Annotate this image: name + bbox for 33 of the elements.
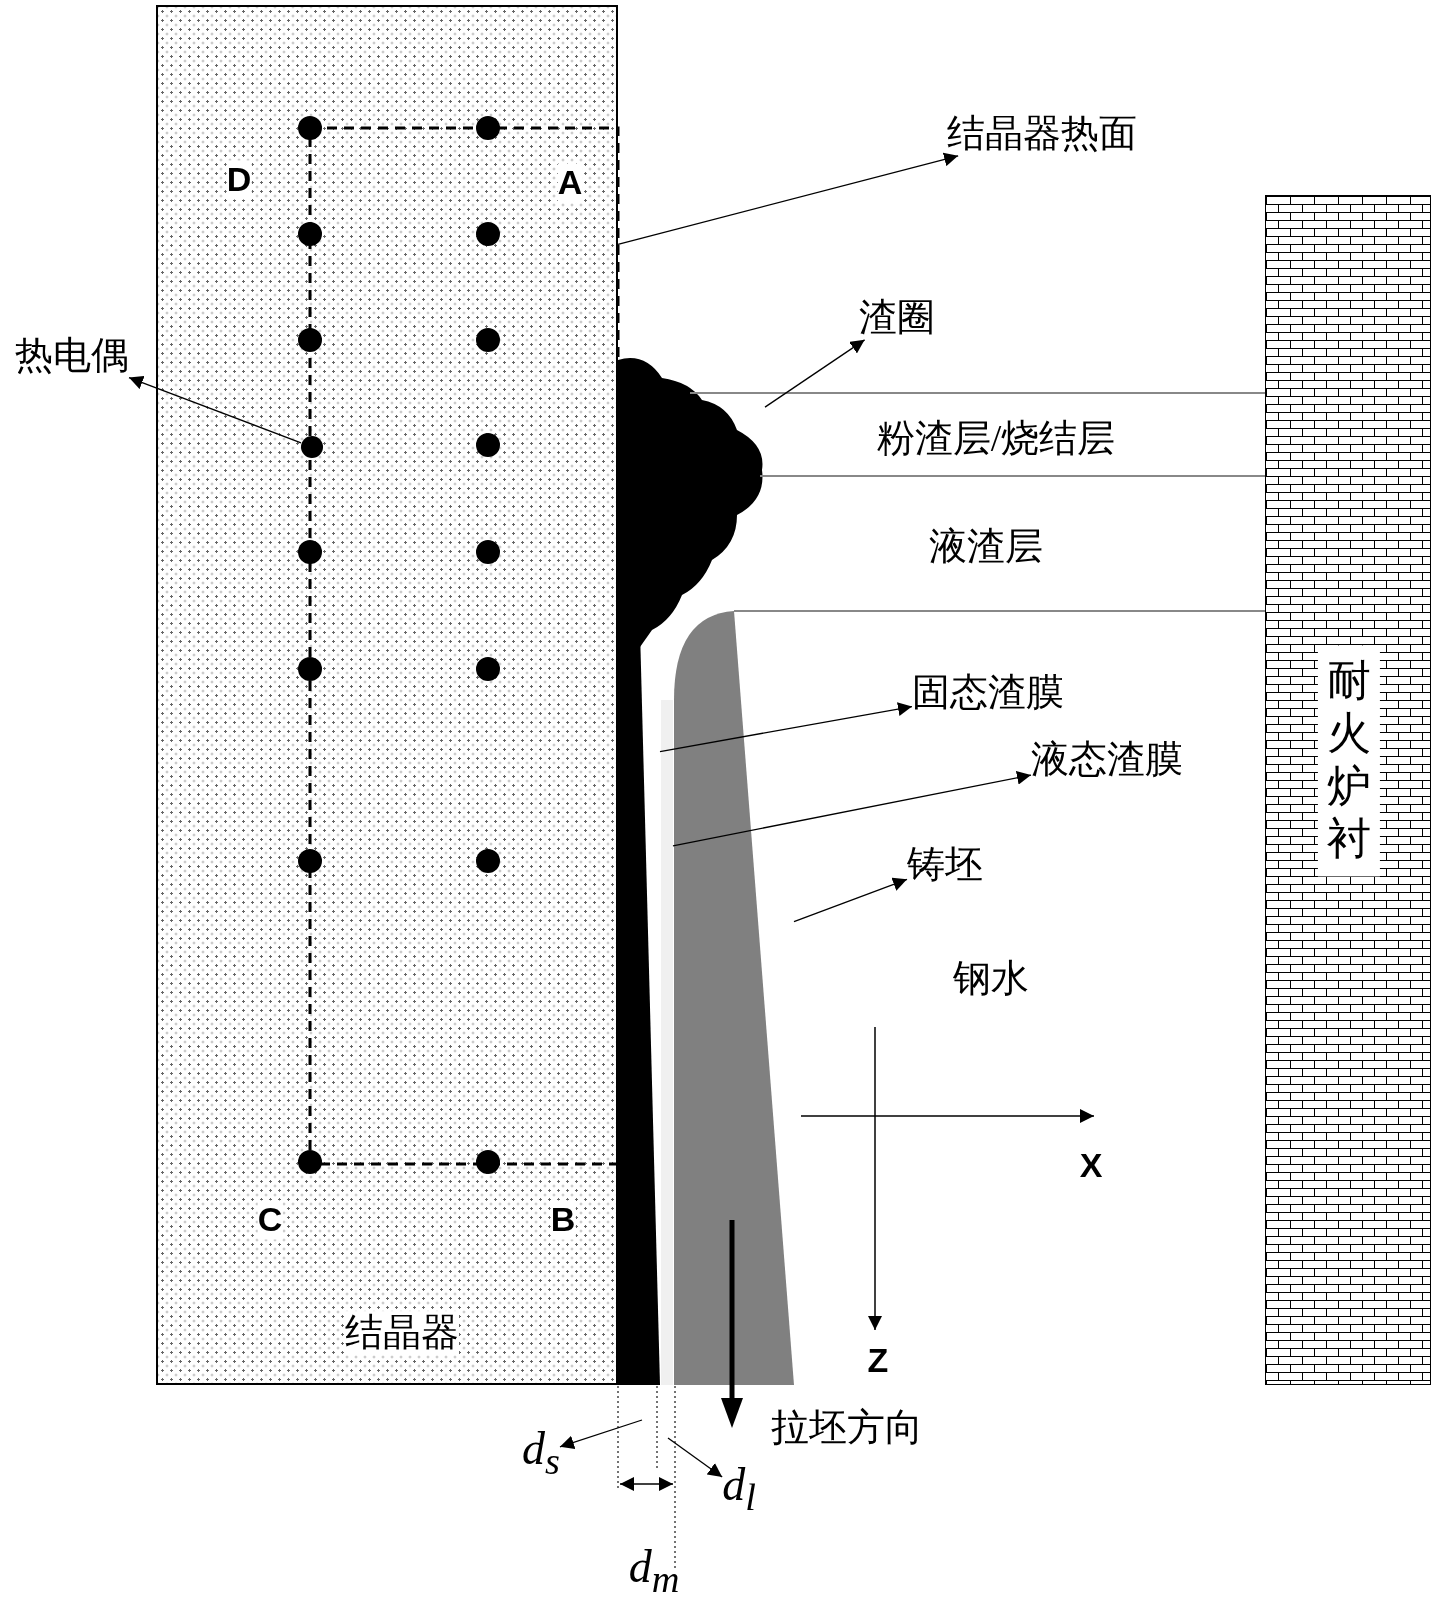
leader-line bbox=[617, 152, 959, 246]
mold-block bbox=[156, 5, 618, 1385]
slag-rim-shape bbox=[618, 355, 765, 647]
thermocouple-dot bbox=[301, 436, 323, 458]
leader-line bbox=[764, 339, 866, 408]
liquid-film-strip bbox=[661, 700, 673, 1385]
dimension-symbol: d$_{l}$ bbox=[722, 1458, 756, 1520]
callout-label: 铸坯 bbox=[907, 843, 983, 887]
refractory-wall bbox=[1265, 195, 1431, 1385]
shell-shape bbox=[674, 611, 794, 1385]
callout-label: 结晶器热面 bbox=[947, 112, 1137, 156]
callout-label: 热电偶 bbox=[15, 334, 129, 378]
corner-letter: A bbox=[557, 163, 583, 203]
leader-line bbox=[793, 877, 908, 923]
region-label: 钢水 bbox=[953, 957, 1029, 1001]
axis-label: Z bbox=[867, 1341, 889, 1381]
corner-letter: C bbox=[257, 1200, 283, 1240]
dimension-symbol: d$_{s}$ bbox=[522, 1422, 560, 1484]
corner-letter: D bbox=[226, 160, 252, 200]
part-label: 结晶器 bbox=[345, 1311, 459, 1355]
direction-label: 拉坯方向 bbox=[771, 1406, 923, 1450]
callout-label: 渣圈 bbox=[859, 296, 935, 340]
leader-line bbox=[559, 1419, 643, 1450]
dimension-symbol: d$_{m}$ bbox=[628, 1540, 680, 1602]
layer-label: 液渣层 bbox=[929, 525, 1043, 569]
axis-label: X bbox=[1079, 1146, 1103, 1186]
callout-label: 液态渣膜 bbox=[1031, 738, 1183, 782]
layer-label: 粉渣层/烧结层 bbox=[876, 417, 1116, 461]
wall-label: 耐火炉衬 bbox=[1317, 645, 1381, 877]
leader-line bbox=[672, 770, 1032, 847]
corner-letter: B bbox=[550, 1200, 576, 1240]
callout-label: 固态渣膜 bbox=[912, 671, 1064, 715]
leader-line bbox=[667, 1437, 723, 1478]
